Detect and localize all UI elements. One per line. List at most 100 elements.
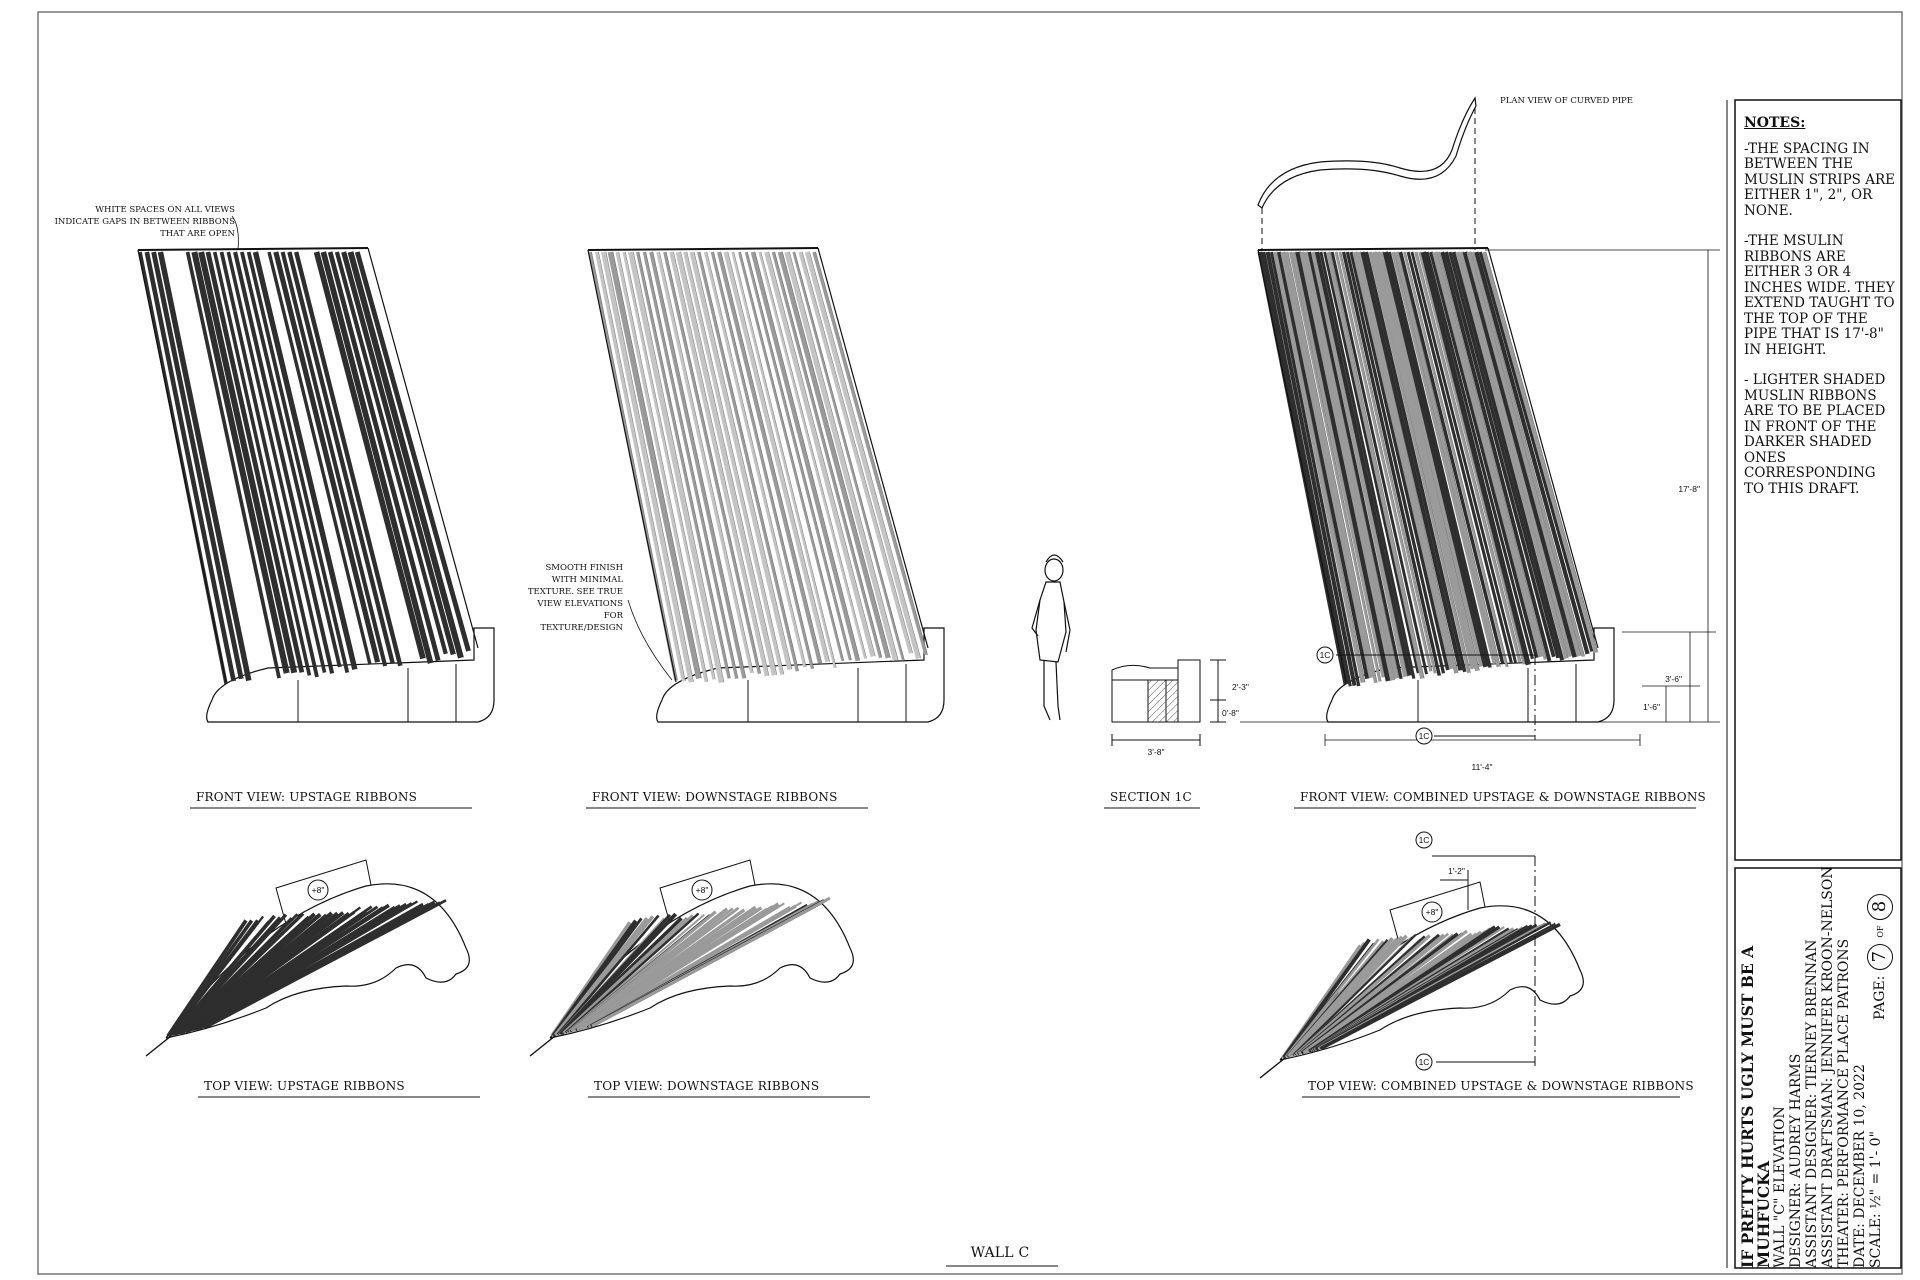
ribbon xyxy=(731,251,837,669)
ribbon xyxy=(347,251,464,659)
svg-text:TEXTURE. SEE TRUE: TEXTURE. SEE TRUE xyxy=(528,587,623,597)
ribbon xyxy=(157,251,252,682)
ribbon xyxy=(1310,251,1408,678)
plus8-marker xyxy=(1421,901,1443,923)
ribbon-edge xyxy=(1478,251,1590,654)
ribbon-edge xyxy=(1409,251,1513,663)
ribbon xyxy=(219,251,319,678)
plan-view-curved-pipe: PLAN VIEW OF CURVED PIPE xyxy=(1257,96,1633,250)
ribbon-edge xyxy=(638,251,731,679)
ribbon xyxy=(1394,251,1501,668)
svg-text:THAT ARE OPEN: THAT ARE OPEN xyxy=(160,229,235,239)
ribbon-edge xyxy=(1348,251,1446,674)
production-title: IF PRETTY HURTS UGLY MUST BE A MUHFUCKA xyxy=(1738,945,1773,1268)
top-ribbon xyxy=(1321,922,1561,1050)
ribbon xyxy=(1466,251,1582,657)
ribbon-edge xyxy=(203,251,298,673)
svg-text:2'-3": 2'-3" xyxy=(1232,682,1249,692)
ribbon xyxy=(1474,251,1590,655)
ribbon-edge xyxy=(1485,251,1599,653)
ribbon xyxy=(1398,251,1505,665)
ribbon-edge xyxy=(1473,251,1586,657)
combined-dimensions xyxy=(1240,249,1720,746)
ribbon xyxy=(1330,251,1428,675)
ribbon-edge xyxy=(733,251,837,669)
ribbon-edge xyxy=(754,251,861,662)
ribbon xyxy=(697,251,799,672)
ribbon xyxy=(205,251,305,673)
ribbon-edge xyxy=(278,251,381,663)
ribbon-edge xyxy=(598,251,686,682)
ribbon-edge xyxy=(666,251,762,674)
top-offset-label: 1'-2" xyxy=(1448,866,1465,876)
ribbon xyxy=(1429,251,1539,659)
top-ribbon xyxy=(170,915,265,1036)
ribbon-edge xyxy=(210,251,305,673)
notes-panel: NOTES: -THE SPACING IN BETWEEN THE MUSLI… xyxy=(1744,115,1896,512)
ribbon-edge xyxy=(1330,251,1425,679)
ribbon-edge xyxy=(216,251,312,676)
svg-text:1'-6": 1'-6" xyxy=(1643,702,1660,712)
svg-text:17'-8": 17'-8" xyxy=(1678,484,1700,494)
top-ribbon xyxy=(1292,933,1417,1057)
label-front-combined: FRONT VIEW: COMBINED UPSTAGE & DOWNSTAGE… xyxy=(1300,790,1706,804)
ribbon xyxy=(198,251,298,674)
ribbon xyxy=(642,251,739,679)
wall-edge xyxy=(587,249,677,683)
ribbon xyxy=(1299,251,1395,681)
ribbon-edge xyxy=(1333,251,1429,675)
ribbon-edge xyxy=(1272,251,1361,687)
section-cut-1c xyxy=(1336,654,1536,740)
sheet-title: WALL C xyxy=(971,1245,1030,1261)
ribbon-edge xyxy=(612,251,702,679)
ribbon-edge xyxy=(189,251,281,679)
wall-edge xyxy=(367,247,479,649)
ribbon-edge xyxy=(155,251,244,679)
ribbon xyxy=(1272,251,1366,684)
ribbon xyxy=(1425,251,1534,660)
notes-box xyxy=(1734,99,1902,861)
top-ribbon xyxy=(174,913,288,1036)
ribbon-edge xyxy=(1265,251,1352,687)
ribbon xyxy=(1375,251,1480,672)
svg-text:1C: 1C xyxy=(1320,650,1331,660)
svg-text:0'-8": 0'-8" xyxy=(1222,708,1239,718)
ribbon xyxy=(240,251,342,668)
ribbon-edge xyxy=(720,251,823,664)
ribbon xyxy=(744,251,852,661)
ribbon-edge xyxy=(250,251,350,673)
page-total: 8 xyxy=(1867,893,1893,920)
ribbon xyxy=(703,251,807,668)
svg-text:11'-4": 11'-4" xyxy=(1471,762,1492,772)
ribbon xyxy=(1307,251,1403,680)
ribbon xyxy=(1462,251,1578,658)
ribbon-edge xyxy=(652,251,747,679)
ribbon-edge xyxy=(713,251,815,669)
ribbon-edge xyxy=(338,251,448,654)
ribbon-edge xyxy=(1337,251,1433,672)
ribbon-edge xyxy=(162,251,252,681)
ribbon xyxy=(675,251,777,676)
page-number: 7 xyxy=(1867,943,1893,970)
label-section: SECTION 1C xyxy=(1110,790,1192,804)
top-ribbon xyxy=(564,912,700,1034)
ribbon xyxy=(185,251,281,679)
ribbon xyxy=(144,251,236,682)
ribbon xyxy=(1448,251,1560,659)
section-1c-dimensions: 3'-8" 2'-3" 0'-8" xyxy=(1148,682,1249,757)
ribbon xyxy=(327,251,441,662)
ribbon-edge xyxy=(1344,251,1442,676)
ribbon xyxy=(1295,251,1392,682)
ribbon xyxy=(1314,251,1412,676)
ribbon-edge xyxy=(809,251,922,659)
ribbon xyxy=(1262,251,1352,687)
ribbon-edge xyxy=(319,251,426,659)
ribbon xyxy=(212,251,312,676)
svg-text:WHITE SPACES ON ALL VIEWS: WHITE SPACES ON ALL VIEWS xyxy=(95,205,235,215)
ribbon-edge xyxy=(243,251,342,668)
title-block-box xyxy=(1734,867,1902,1269)
ribbon-edge xyxy=(1340,251,1437,674)
top-section-marker-bottom: 1C xyxy=(1415,1053,1433,1071)
ribbon-edge xyxy=(727,251,830,662)
